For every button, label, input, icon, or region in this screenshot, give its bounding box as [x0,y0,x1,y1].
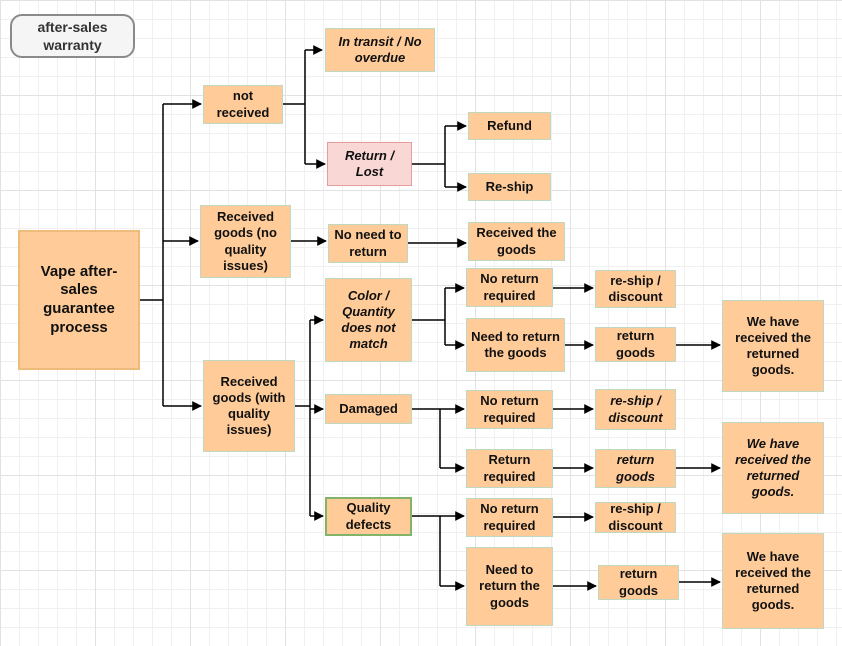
node-not-received[interactable]: not received [203,85,283,124]
node-qd-no-return[interactable]: No return required [466,498,553,537]
node-color-quantity[interactable]: Color / Quantity does not match [325,278,412,362]
node-in-transit[interactable]: In transit / No overdue [325,28,435,72]
node-dmg-received-returned[interactable]: We have received the returned goods. [722,422,824,514]
node-dmg-return-required[interactable]: Return required [466,449,553,488]
node-qd-return-goods[interactable]: return goods [598,565,679,600]
node-qd-need-return[interactable]: Need to return the goods [466,547,553,626]
node-refund[interactable]: Refund [468,112,551,140]
node-cq-received-returned[interactable]: We have received the returned goods. [722,300,824,392]
node-cq-reship-discount[interactable]: re-ship / discount [595,270,676,308]
node-qd-received-returned[interactable]: We have received the returned goods. [722,533,824,629]
node-no-need-return[interactable]: No need to return [328,224,408,263]
node-received-goods[interactable]: Received the goods [468,222,565,261]
after-sales-warranty-badge[interactable]: after-sales warranty [10,14,135,58]
node-dmg-no-return[interactable]: No return required [466,390,553,429]
node-qd-reship-discount[interactable]: re-ship / discount [595,501,676,533]
node-reship-top[interactable]: Re-ship [468,173,551,201]
node-dmg-return-goods[interactable]: return goods [595,449,676,488]
node-cq-no-return[interactable]: No return required [466,268,553,307]
node-quality-defects[interactable]: Quality defects [325,497,412,536]
node-received-no-issues[interactable]: Received goods (no quality issues) [200,205,291,278]
node-cq-return-goods[interactable]: return goods [595,327,676,362]
node-received-with-issues[interactable]: Received goods (with quality issues) [203,360,295,452]
node-cq-need-return[interactable]: Need to return the goods [466,318,565,372]
node-dmg-reship-discount[interactable]: re-ship / discount [595,389,676,430]
node-damaged[interactable]: Damaged [325,394,412,424]
node-return-lost[interactable]: Return / Lost [327,142,412,186]
node-root-process[interactable]: Vape after-sales guarantee process [18,230,140,370]
